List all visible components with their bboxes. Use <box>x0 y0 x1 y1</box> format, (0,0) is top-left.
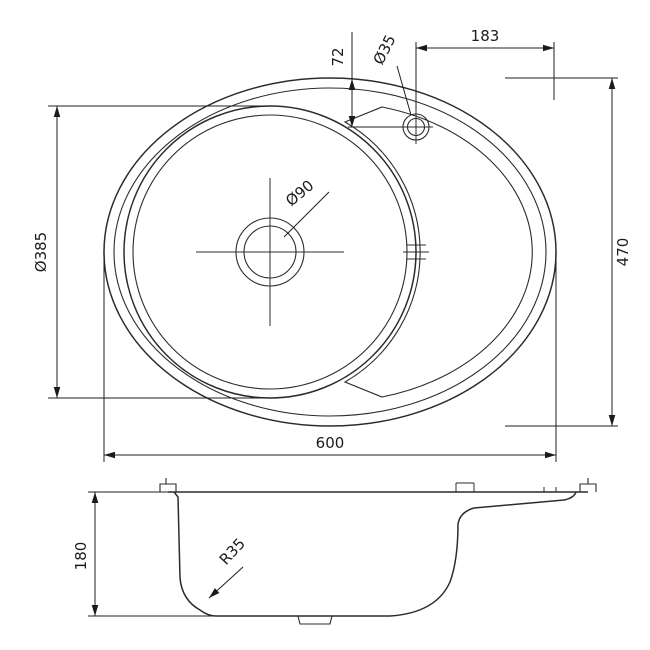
dim-overall-depth-label: 470 <box>614 238 632 267</box>
top-view: Ø90 Ø35 72 183 <box>32 27 632 462</box>
side-view: 180 R35 <box>72 478 597 625</box>
dimension-overall-width: 600 <box>103 252 557 462</box>
bowl-section-profile <box>173 491 577 617</box>
tap-hole <box>399 110 433 144</box>
dimension-overall-depth: 470 <box>505 77 632 427</box>
dimension-tap-to-edge: 183 <box>415 27 555 110</box>
bowl-edge-marks <box>403 244 429 260</box>
dim-corner-radius-label: R35 <box>216 535 249 569</box>
dim-drain-diameter-label: Ø90 <box>282 176 317 210</box>
mounting-clip-right <box>579 478 597 492</box>
dimension-corner-radius: R35 <box>208 535 249 599</box>
dim-drain-diameter: Ø90 <box>282 176 330 238</box>
dimension-bowl-diameter: Ø385 <box>32 105 268 399</box>
dim-tap-hole-diameter: Ø35 <box>370 32 412 116</box>
dim-bowl-depth-label: 180 <box>72 542 90 571</box>
dim-tap-to-edge-label: 183 <box>471 27 500 45</box>
tap-hole-section-marks <box>455 482 557 492</box>
mounting-clip-left <box>159 478 177 492</box>
dim-bowl-diameter-label: Ø385 <box>32 232 50 272</box>
drain-circle <box>196 178 344 326</box>
dim-overall-width-label: 600 <box>316 434 345 452</box>
drainer-recess-outline <box>343 106 533 398</box>
dimension-bowl-depth: 180 <box>72 491 212 617</box>
dimension-tap-offset: 72 <box>329 32 403 128</box>
dim-tap-hole-diameter-label: Ø35 <box>370 32 400 68</box>
drain-stub <box>297 615 333 625</box>
dim-tap-offset-label: 72 <box>329 47 347 66</box>
